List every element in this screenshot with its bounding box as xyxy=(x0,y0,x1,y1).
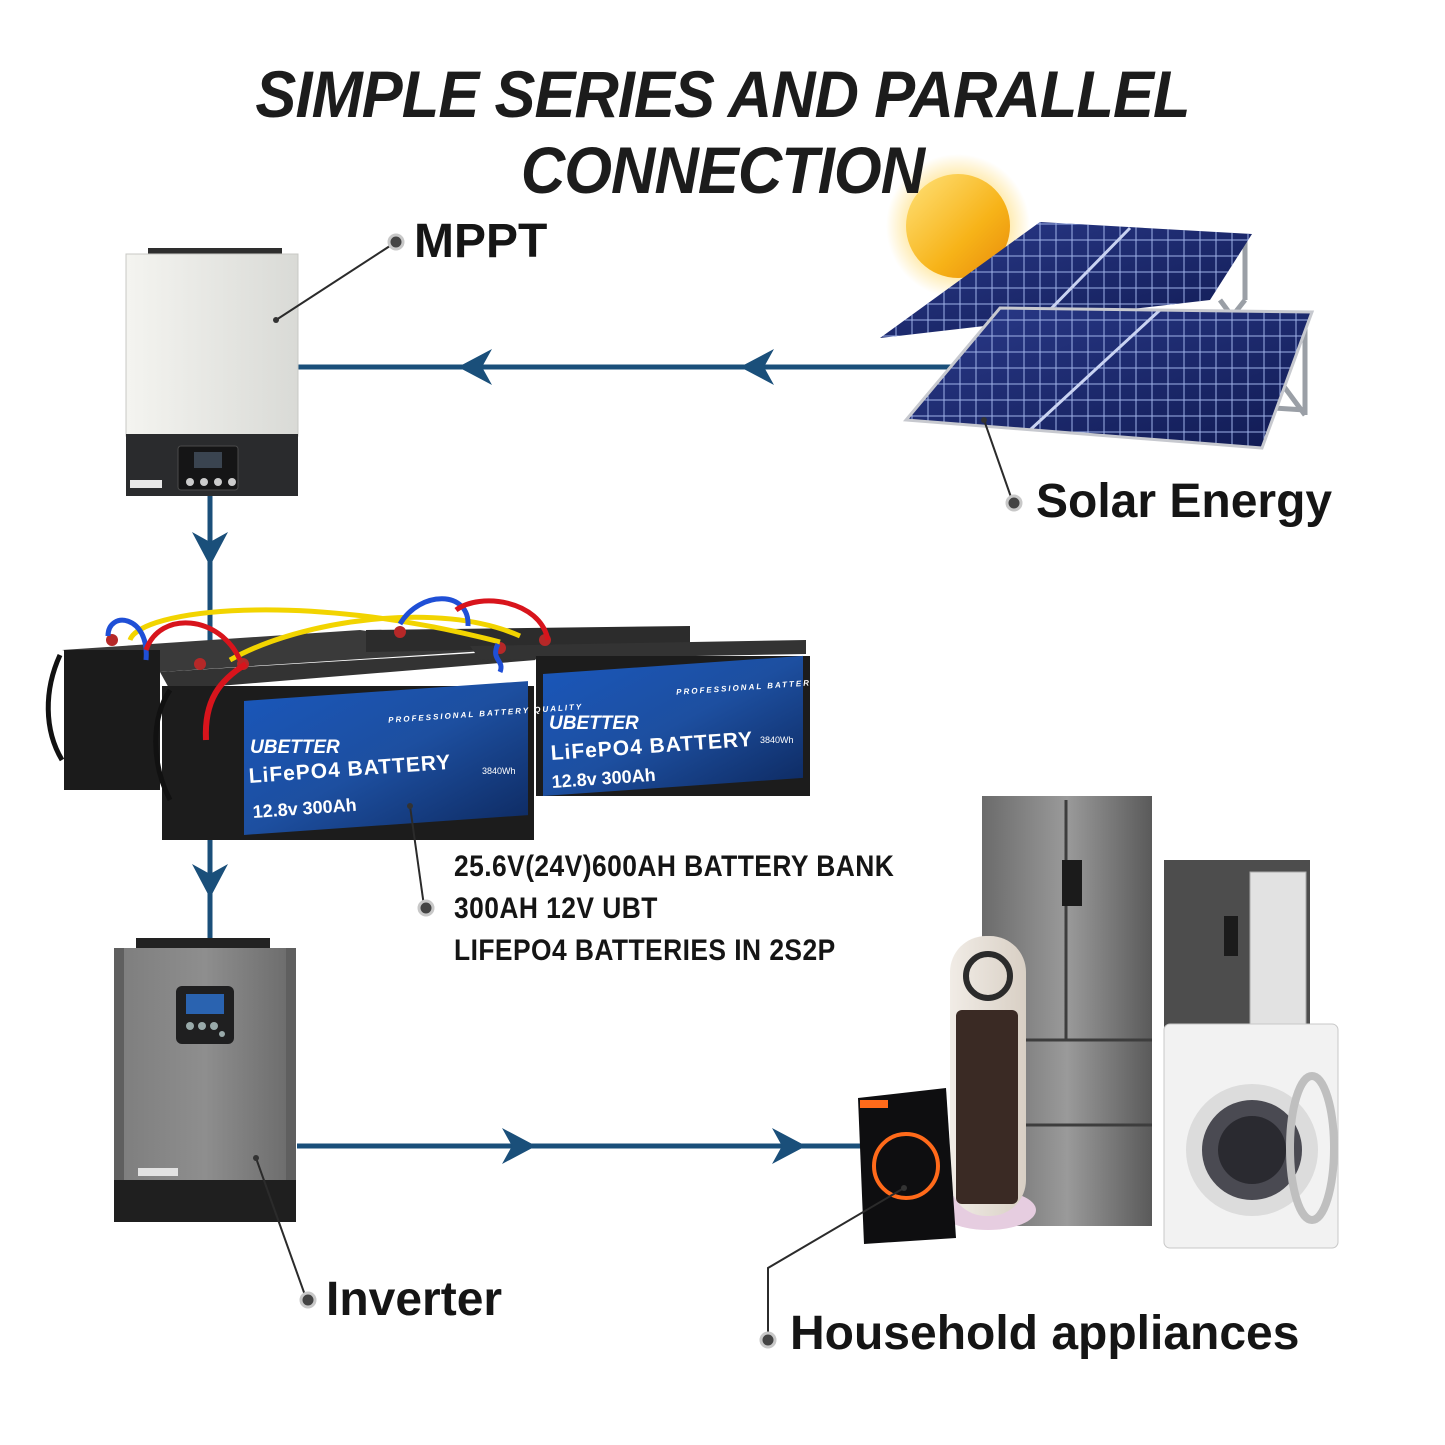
arrow-down-icon xyxy=(192,532,228,566)
arrow-right-icon xyxy=(502,1128,536,1164)
leader-dots xyxy=(299,233,1023,1349)
arrow-left-icon xyxy=(740,349,774,385)
inverter-device-illustration xyxy=(114,938,296,1222)
mppt-label: MPPT xyxy=(414,215,548,268)
bullet-icon xyxy=(759,1331,777,1349)
inverter-label: Inverter xyxy=(326,1273,503,1326)
bullet-icon xyxy=(299,1291,317,1309)
bullet-icon xyxy=(417,899,435,917)
appliances-leader xyxy=(767,1187,905,1338)
battery-bank-line: LIFEPO4 BATTERIES IN 2S2P xyxy=(454,934,836,967)
leader-lines xyxy=(255,241,1013,1338)
battery-leader xyxy=(409,805,425,907)
appliances-illustration xyxy=(858,796,1339,1249)
connector-arrows xyxy=(192,349,806,1164)
battery-bank-line: 25.6V(24V)600AH BATTERY BANK xyxy=(454,850,895,883)
arrow-down-icon xyxy=(192,864,228,898)
inverter-leader xyxy=(255,1157,307,1299)
battery-brand-label: UBETTER xyxy=(250,737,340,758)
household-appliances-label: Household appliances xyxy=(790,1307,1300,1360)
battery-bank-description: 25.6V(24V)600AH BATTERY BANK 300AH 12V U… xyxy=(454,846,894,972)
solar-leader xyxy=(983,419,1013,501)
battery-energy-label: 3840Wh xyxy=(760,735,794,745)
mppt-device-illustration xyxy=(125,248,299,496)
battery-bank-line: 300AH 12V UBT xyxy=(454,892,658,925)
sun-icon xyxy=(906,174,1010,278)
battery-brand-label: UBETTER xyxy=(549,713,639,734)
solar-panels-illustration xyxy=(880,154,1315,450)
bullet-icon xyxy=(1005,494,1023,512)
mppt-leader xyxy=(275,241,397,321)
bullet-icon xyxy=(387,233,405,251)
arrow-left-icon xyxy=(458,349,492,385)
solar-energy-label: Solar Energy xyxy=(1036,475,1333,528)
arrow-right-icon xyxy=(772,1128,806,1164)
diagram-title: SIMPLE SERIES AND PARALLEL CONNECTION xyxy=(255,57,1190,207)
battery-energy-label: 3840Wh xyxy=(482,766,516,776)
battery-bank-illustration xyxy=(45,596,810,840)
